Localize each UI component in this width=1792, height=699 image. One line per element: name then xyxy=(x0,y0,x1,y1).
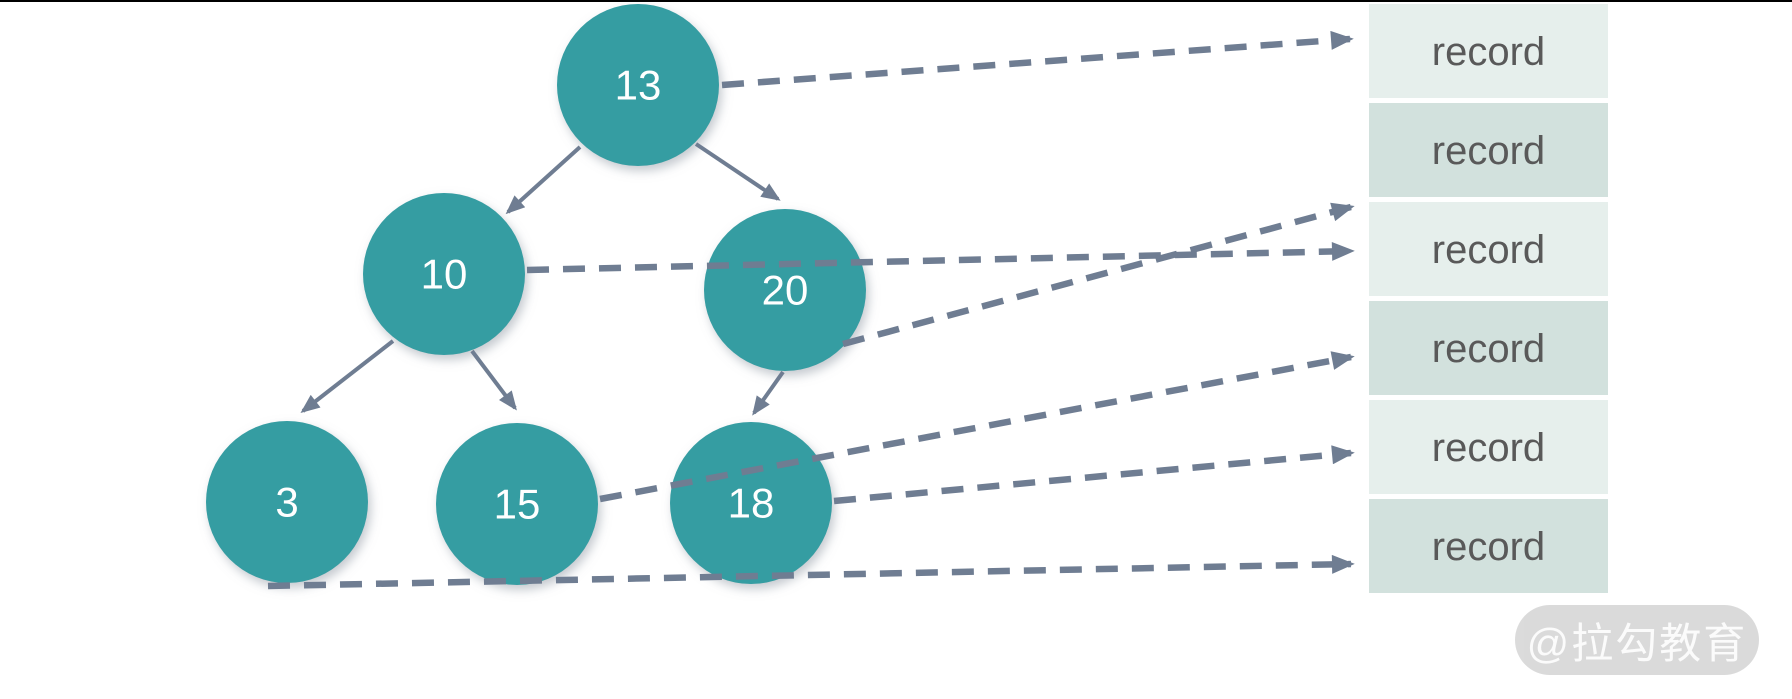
pointer-18-to-record-5 xyxy=(833,445,1355,505)
record-label-4: record xyxy=(1432,327,1545,371)
edge-10-to-15 xyxy=(470,349,517,411)
edge-13-to-10 xyxy=(505,145,582,215)
top-border-line xyxy=(0,0,1792,2)
record-label-5: record xyxy=(1432,426,1545,470)
edge-10-to-3 xyxy=(300,339,395,413)
tree-node-label-20: 20 xyxy=(762,267,809,314)
edge-20-to-18 xyxy=(752,370,785,416)
watermark-badge: @拉勾教育 xyxy=(1515,605,1759,675)
record-box-2 xyxy=(1369,103,1608,197)
tree-node-3 xyxy=(206,421,368,583)
edge-13-to-20 xyxy=(694,142,781,201)
pointer-13-to-record-1 xyxy=(721,30,1354,89)
record-box-4 xyxy=(1369,301,1608,395)
tree-node-label-18: 18 xyxy=(728,480,775,527)
record-label-3: record xyxy=(1432,228,1545,272)
record-box-6 xyxy=(1369,499,1608,593)
record-box-3 xyxy=(1369,202,1608,296)
pointer-15-to-record-4 xyxy=(599,351,1355,503)
record-label-6: record xyxy=(1432,525,1545,569)
pointer-10-to-record-3 xyxy=(526,241,1355,274)
tree-node-20 xyxy=(704,209,866,371)
tree-node-13 xyxy=(557,4,719,166)
tree-node-10 xyxy=(363,193,525,355)
record-list: record record record record record record xyxy=(1369,4,1608,593)
pointer-3-to-record-6 xyxy=(267,554,1355,590)
record-label-1: record xyxy=(1432,30,1545,74)
record-box-5 xyxy=(1369,400,1608,494)
record-pointer-links xyxy=(267,30,1355,590)
tree-node-label-3: 3 xyxy=(275,479,298,526)
tree-node-label-15: 15 xyxy=(494,481,541,528)
pointer-20-to-record-3 xyxy=(842,202,1355,348)
tree-node-label-10: 10 xyxy=(421,251,468,298)
tree-edges xyxy=(300,142,785,416)
tree-node-15 xyxy=(436,423,598,585)
record-label-2: record xyxy=(1432,129,1545,173)
tree-node-label-13: 13 xyxy=(615,62,662,109)
record-box-1 xyxy=(1369,4,1608,98)
tree-nodes: 13 10 20 3 15 18 xyxy=(206,4,866,585)
watermark-text: @拉勾教育 xyxy=(1526,619,1748,667)
